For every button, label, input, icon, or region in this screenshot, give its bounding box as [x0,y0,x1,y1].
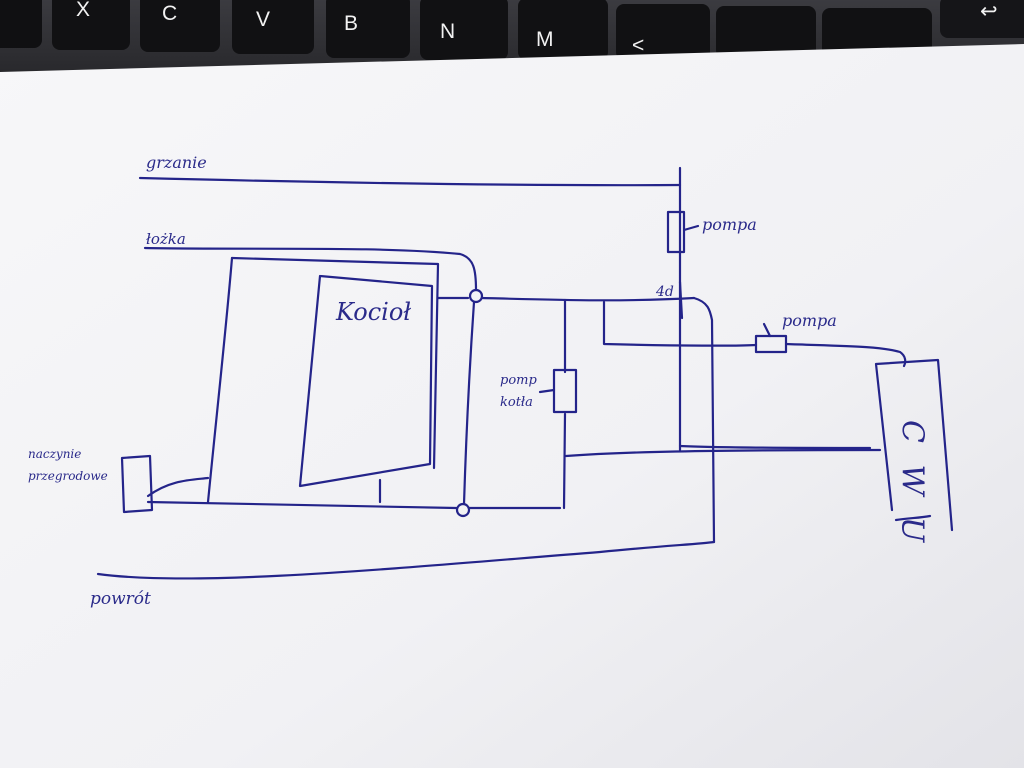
return-line [143,246,478,292]
label-separator: naczynie przegrodowe [28,447,108,483]
key-b-label: B [344,12,358,35]
keyboard: X C V B N M < ↩ [0,0,1024,60]
boiler-inner [298,274,434,488]
key-x-label: X [76,0,90,21]
boiler-pump-arrow [538,388,556,394]
supply-line-top [138,176,682,187]
label-boiler: Kocioł [335,298,411,326]
key-comma: < [616,4,710,60]
bottom-return-line [146,500,562,510]
return-junction [455,502,471,518]
boiler-pump-pipe [562,298,567,510]
label-tank: C W U [895,420,930,548]
label-separator-line: naczynie [28,447,81,461]
key-c-label: C [162,2,177,25]
label-top-pipe: grzanie [146,153,207,172]
boiler-housing-left [206,256,234,504]
dhw-tank [874,358,954,532]
riser-to-tank [678,444,872,450]
key-comma-label: < [632,34,644,57]
key-m-label: M [536,28,554,51]
key-n-label: N [440,20,455,43]
key-m: M [518,0,608,60]
key-c: C [140,0,220,52]
label-pump-top: pompa [702,215,757,234]
key-b: B [326,0,410,58]
label-pump-right: pompa [782,311,837,330]
key-slash [822,8,932,58]
pump-right-arrow [762,322,772,338]
separator-connector [146,476,210,498]
bypass-vertical [462,300,476,506]
key-period [716,6,816,58]
supply-junction [468,288,484,304]
label-boiler-pump-line: pomp [500,373,537,388]
floor-loop-vertical [692,296,716,544]
label-floor-return: powrót [90,589,151,609]
label-boiler-pump: pomp kotła [500,373,537,410]
key-enter-label: ↩ [980,0,998,23]
separator-vessel [120,454,154,514]
heating-diagram [96,166,954,580]
label-boiler-pump-line: kotła [500,395,533,410]
key-v: V [232,0,314,54]
pump-top-symbol [666,210,686,254]
label-valve: 4d [655,284,674,300]
paper-sheet [0,44,1024,768]
key-z [0,0,42,48]
boiler-supply-line [436,296,696,302]
tank-return-line [564,448,882,458]
floor-return-line [96,540,716,580]
key-enter: ↩ [940,0,1024,38]
key-x: X [52,0,130,50]
key-v-label: V [256,8,270,31]
pump-top-arrow [682,224,700,232]
label-separator-line: przegrodowe [28,469,108,483]
valve-marker [678,280,684,320]
label-return-pipe: łożka [146,230,186,248]
key-n: N [420,0,508,60]
boiler-housing-outer [230,256,440,470]
